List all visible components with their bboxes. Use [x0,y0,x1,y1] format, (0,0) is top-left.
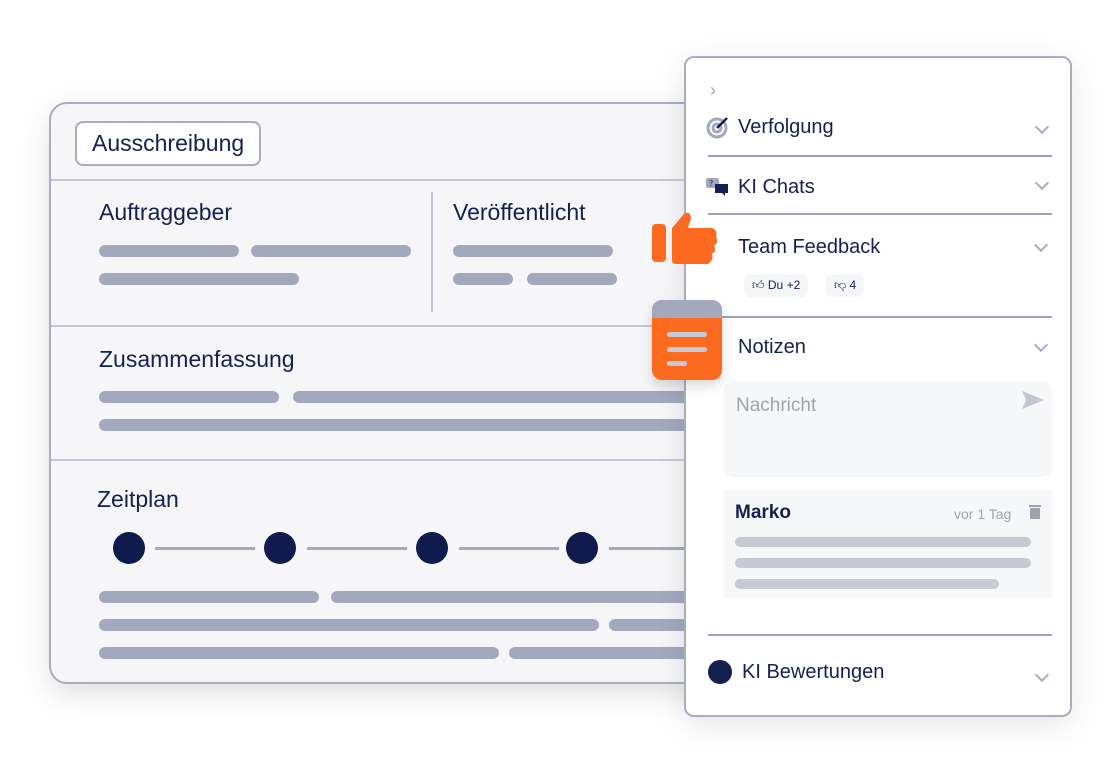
skeleton-line [527,273,617,285]
like-count: Du +2 [767,278,801,292]
skeleton-line [99,647,499,659]
timeline-connector [307,547,407,550]
dislike-count: 4 [849,278,857,292]
skeleton-line [735,579,999,589]
divider [708,213,1052,215]
summary-label: Zusammenfassung [99,346,295,372]
client-label: Auftraggeber [99,199,232,225]
skeleton-line [453,245,613,257]
skeleton-line [99,245,239,257]
skeleton-line [99,391,279,403]
thumbs-up-icon [650,210,720,270]
divider [708,316,1052,318]
skeleton-line [735,537,1031,547]
send-icon[interactable] [1022,391,1044,414]
chevron-down-icon[interactable] [1034,119,1050,135]
thumbs-down-icon: 👎︎ [834,278,847,292]
section-team-feedback[interactable]: Team Feedback [738,236,881,258]
divider [51,459,727,461]
note-author: Marko [735,502,791,523]
side-panel: › Verfolgung ? KI Chats Team Feedback 👍︎… [684,56,1072,717]
timeline-connector [155,547,255,550]
skeleton-line [99,273,299,285]
timeline-dot [113,532,145,564]
tender-card: Ausschreibung Auftraggeber Veröffentlich… [49,102,729,684]
published-label: Veröffentlicht [453,199,586,225]
like-button[interactable]: 👍︎ Du +2 [744,274,809,297]
schedule-label: Zeitplan [97,486,179,512]
note-item: Marko vor 1 Tag [724,490,1052,598]
skeleton-line [735,558,1031,568]
section-verfolgung[interactable]: Verfolgung [738,116,834,138]
skeleton-line [331,591,711,603]
divider [51,325,727,327]
dislike-button[interactable]: 👎︎ 4 [826,274,865,297]
note-time: vor 1 Tag [954,506,1012,522]
divider [708,634,1052,636]
chevron-down-icon[interactable] [1034,667,1050,683]
skeleton-line [99,419,719,431]
section-ki-chats[interactable]: KI Chats [738,176,815,198]
chat-question-icon: ? [706,176,730,198]
timeline-dot [264,532,296,564]
section-notizen[interactable]: Notizen [738,336,806,358]
timeline-connector [609,547,709,550]
skeleton-line [99,619,599,631]
brain-icon [708,660,732,684]
svg-text:?: ? [709,179,713,188]
timeline-connector [459,547,559,550]
timeline-dot [566,532,598,564]
skeleton-line [99,591,319,603]
collapse-panel-button[interactable]: › [710,80,716,100]
note-input-placeholder: Nachricht [736,395,817,416]
skeleton-line [293,391,713,403]
divider [708,155,1052,157]
timeline-dot [416,532,448,564]
skeleton-line [509,647,719,659]
chevron-down-icon[interactable] [1033,237,1049,253]
trash-icon[interactable] [1029,504,1041,519]
target-icon [706,115,730,139]
divider [51,179,727,181]
chevron-down-icon[interactable] [1033,337,1049,353]
divider [431,192,433,312]
notes-icon [652,300,722,380]
tender-title: Ausschreibung [75,121,262,166]
note-input[interactable]: Nachricht [724,381,1052,477]
chevron-down-icon[interactable] [1034,175,1050,191]
skeleton-line [251,245,411,257]
section-ki-bewertungen[interactable]: KI Bewertungen [742,661,885,683]
skeleton-line [453,273,513,285]
thumbs-up-icon: 👍︎ [752,278,765,292]
